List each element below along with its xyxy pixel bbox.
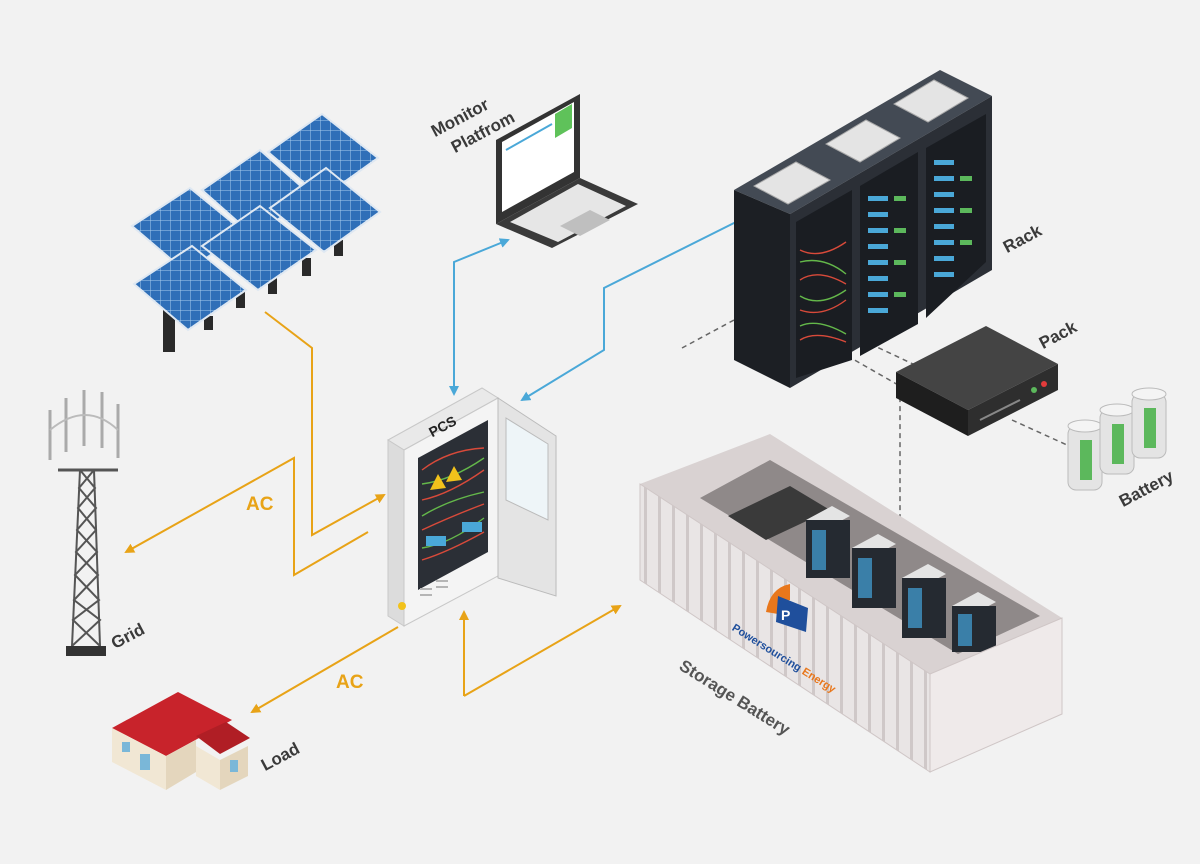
brand-logo: P xyxy=(766,584,808,632)
ac-label-top: AC xyxy=(246,494,274,515)
container-racks xyxy=(806,506,996,652)
load-house xyxy=(112,692,250,790)
battery-cells xyxy=(1067,387,1167,491)
solar-array xyxy=(130,112,382,352)
svg-text:P: P xyxy=(781,607,790,623)
rack-to-pcs-line xyxy=(520,221,737,402)
grid-tower xyxy=(48,390,120,656)
pcs-to-storage-line xyxy=(463,605,622,697)
data-flow-lines xyxy=(449,221,737,402)
pcs-cabinet xyxy=(387,387,557,627)
solar-to-pcs-line xyxy=(264,311,386,537)
pack-to-battery-dashed xyxy=(1011,419,1079,451)
pcs-to-monitor-line xyxy=(453,238,510,394)
ac-flow-lines xyxy=(124,311,622,714)
monitor-laptop xyxy=(496,94,638,248)
pcs-to-grid-line xyxy=(124,456,369,577)
battery-pack xyxy=(896,326,1058,436)
pcs-to-load-line xyxy=(250,626,399,714)
storage-container xyxy=(639,434,1063,773)
server-rack xyxy=(734,70,992,388)
ac-label-bottom: AC xyxy=(336,672,364,693)
